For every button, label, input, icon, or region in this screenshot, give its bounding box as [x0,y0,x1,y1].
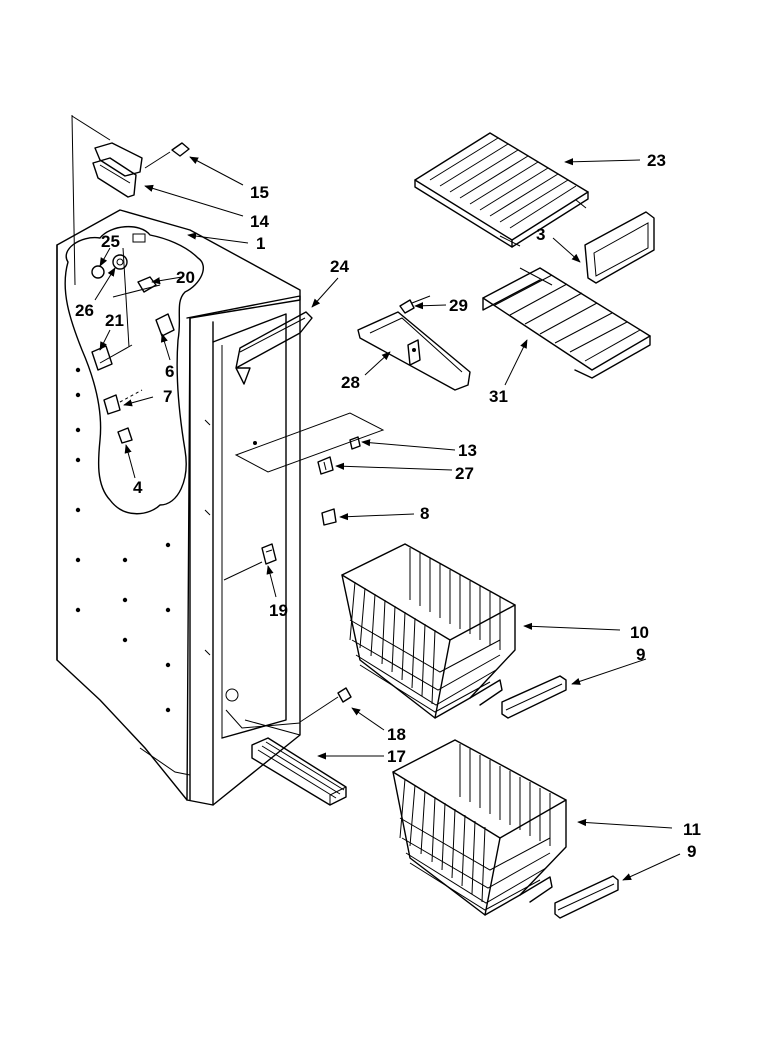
clip-27 [317,456,334,475]
label-11: 11 [683,820,701,839]
callout-labels: 15 14 1 25 20 26 21 6 7 4 23 3 24 29 28 … [75,151,701,861]
shelf-support-28 [357,311,471,391]
bottom-grille-17 [251,737,347,806]
label-4: 4 [133,478,143,497]
hinge-bracket-14 [92,142,143,198]
label-13: 13 [458,441,477,460]
label-29: 29 [449,296,468,315]
clip-19 [261,543,277,565]
label-15: 15 [250,183,269,202]
screw-15 [144,142,190,169]
label-27: 27 [455,464,474,483]
shelf-31 [482,267,651,379]
basket-front-9a [501,675,567,719]
screw-29 [399,295,431,314]
shelf-23 [414,132,589,248]
freezer-liner [56,209,385,806]
leader-arrows [94,156,681,881]
label-1: 1 [256,234,265,253]
basket-10 [341,543,516,719]
hinge-leader-line-2 [71,115,111,141]
label-9b: 9 [687,842,696,861]
label-25: 25 [101,232,120,251]
shelf-hanger-24 [235,311,313,385]
label-10: 10 [630,623,649,642]
clip-13 [349,436,361,450]
label-18: 18 [387,725,406,744]
label-20: 20 [176,268,195,287]
hinge-leader-line [71,114,76,286]
label-8: 8 [420,504,429,523]
label-23: 23 [647,151,666,170]
clip-8 [321,508,337,526]
shelf-front-trim-3 [584,211,655,284]
label-14: 14 [250,212,269,231]
label-31: 31 [489,387,508,406]
small-parts-cluster [91,233,175,444]
label-21: 21 [105,311,124,330]
basket-11 [392,739,567,916]
label-7: 7 [163,387,172,406]
label-6: 6 [165,362,174,381]
label-3: 3 [536,225,545,244]
label-24: 24 [330,257,349,276]
label-17: 17 [387,747,406,766]
screw-18 [299,687,352,723]
label-19: 19 [269,601,288,620]
basket-front-9b [554,875,619,919]
label-26: 26 [75,301,94,320]
label-9a: 9 [636,645,645,664]
label-28: 28 [341,373,360,392]
